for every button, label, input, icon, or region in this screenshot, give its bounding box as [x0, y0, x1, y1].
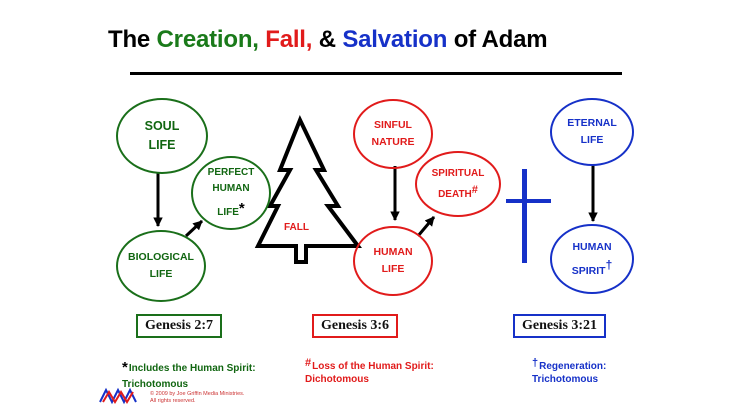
title-fall: Fall,	[265, 26, 313, 53]
reference-fall: Genesis 3:6	[312, 314, 399, 338]
page-title: The Creation, Fall, & Salvation of Adam	[108, 26, 548, 54]
cross-icon	[506, 169, 551, 263]
node-perfect-human-life-label: PERFECT HUMAN LIFE	[207, 167, 255, 218]
node-human-life: HUMAN LIFE	[353, 226, 433, 296]
title-part1: The	[108, 26, 157, 53]
perfect-asterisk: *	[238, 200, 245, 217]
note-salvation-mark: †	[532, 356, 539, 369]
note-salvation: †Regeneration: Trichotomous	[532, 342, 606, 387]
note-creation-text: Includes the Human Spirit: Trichotomous	[122, 362, 256, 390]
spirit-dagger: †	[605, 257, 613, 272]
ministry-logo-icon	[99, 387, 137, 405]
reference-creation: Genesis 2:7	[136, 314, 223, 338]
node-eternal-life-label: ETERNAL LIFE	[567, 117, 617, 146]
title-creation: Creation,	[156, 26, 259, 53]
note-fall-mark: #	[305, 356, 312, 369]
fall-label: FALL	[284, 222, 309, 233]
note-salvation-text: Regeneration: Trichotomous	[532, 360, 607, 386]
reference-salvation: Genesis 3:21	[513, 314, 607, 338]
node-soul-life-label: SOUL LIFE	[144, 119, 180, 152]
title-sep2: &	[312, 26, 343, 53]
node-biological-life-label: BIOLOGICAL LIFE	[128, 251, 194, 280]
node-spiritual-death: SPIRITUAL DEATH#	[415, 151, 501, 217]
arrow-biological-to-perfect	[184, 219, 204, 238]
node-spiritual-death-label: SPIRITUAL DEATH	[431, 167, 485, 200]
copyright-footer: © 2009 by Joe Griffin Media Ministries. …	[150, 391, 245, 405]
note-creation-mark: *	[122, 358, 128, 376]
note-fall: #Loss of the Human Spirit: Dichotomous	[305, 342, 434, 387]
title-part2: of Adam	[447, 26, 548, 53]
node-sinful-nature-label: SINFUL NATURE	[371, 119, 415, 148]
title-divider	[130, 72, 622, 75]
node-sinful-nature: SINFUL NATURE	[353, 99, 433, 169]
node-perfect-human-life: PERFECT HUMAN LIFE*	[191, 156, 271, 230]
note-fall-text: Loss of the Human Spirit: Dichotomous	[305, 360, 434, 386]
pine-tree-icon	[254, 115, 362, 264]
node-human-spirit-label: HUMAN SPIRIT	[571, 240, 612, 277]
title-salvation: Salvation	[342, 26, 448, 53]
node-human-life-label: HUMAN LIFE	[373, 246, 413, 275]
arrow-human-to-death	[416, 216, 436, 237]
node-eternal-life: ETERNAL LIFE	[550, 98, 634, 166]
node-biological-life: BIOLOGICAL LIFE	[116, 230, 206, 302]
death-hash: #	[471, 183, 478, 196]
note-creation: *Includes the Human Spirit: Trichotomous	[122, 344, 256, 391]
node-soul-life: SOUL LIFE	[116, 98, 208, 174]
node-human-spirit: HUMAN SPIRIT†	[550, 224, 634, 294]
